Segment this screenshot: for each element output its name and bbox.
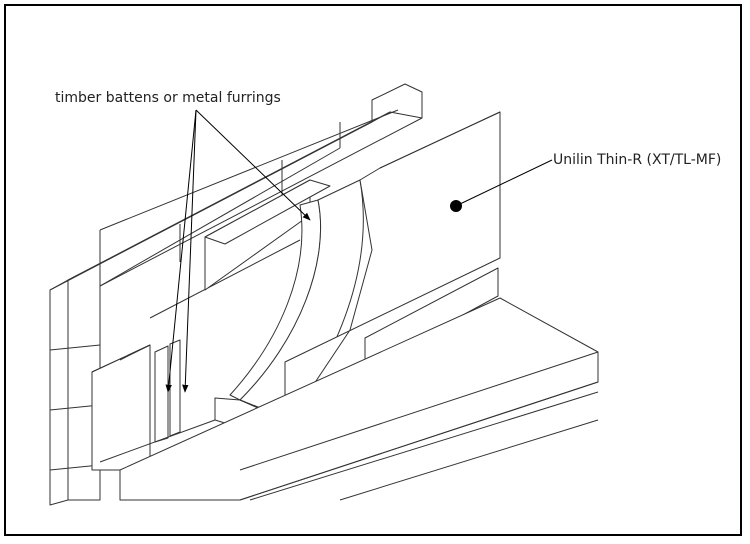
brick-wall bbox=[49, 83, 423, 506]
battens-leader-3 bbox=[195, 109, 311, 221]
board-leader bbox=[459, 159, 553, 205]
battens-leader-2 bbox=[165, 109, 197, 393]
target-dot bbox=[450, 200, 462, 212]
battens bbox=[91, 339, 181, 471]
battens-leader-1 bbox=[182, 109, 197, 393]
board-label: Unilin Thin-R (XT/TL-MF) bbox=[553, 152, 721, 168]
board-panel bbox=[239, 111, 501, 421]
battens-label: timber battens or metal furrings bbox=[55, 90, 281, 106]
floor-slab bbox=[99, 297, 599, 501]
